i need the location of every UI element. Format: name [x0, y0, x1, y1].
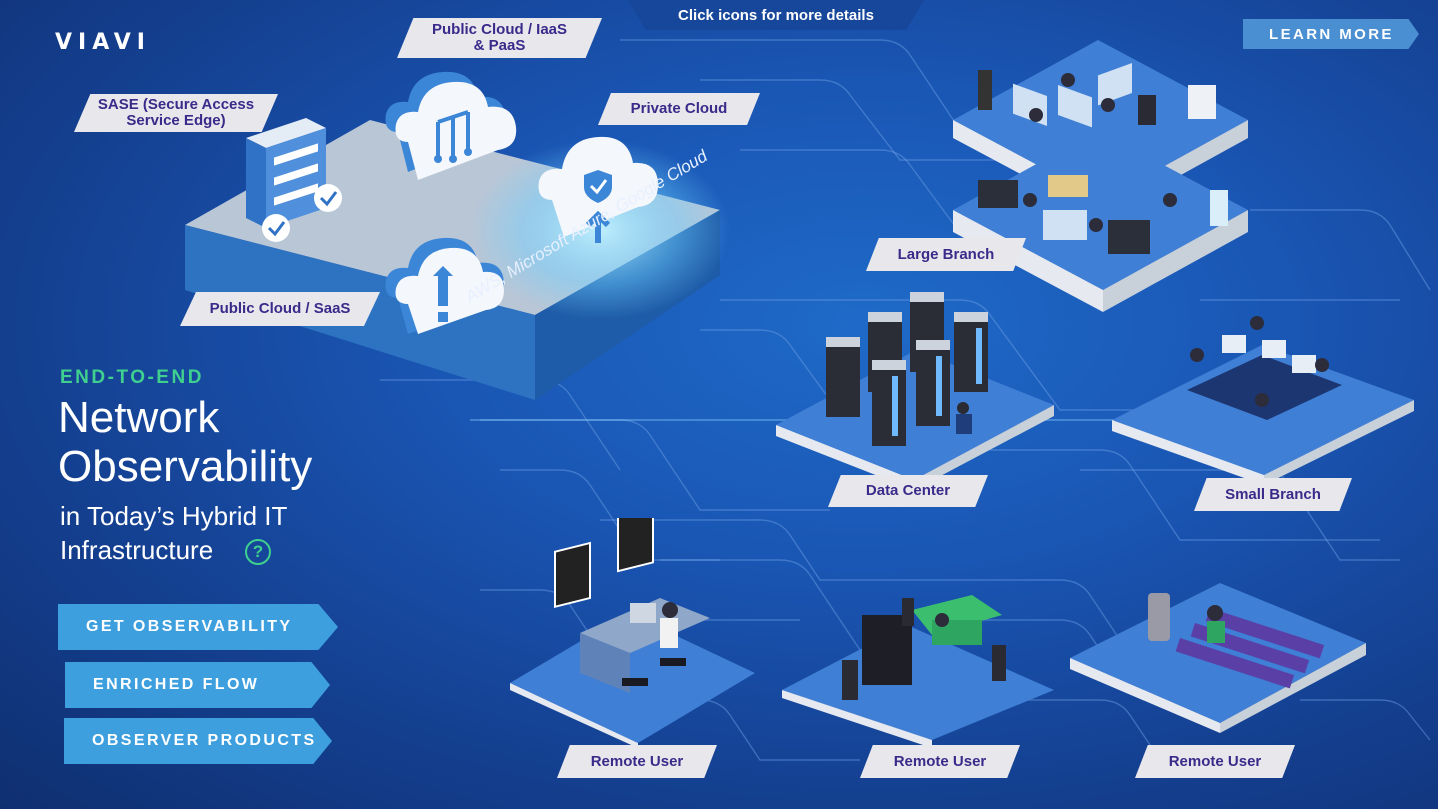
hero-subtitle-line2: Infrastructure [60, 535, 214, 565]
tag-remote-user-1[interactable]: Remote User [557, 745, 717, 778]
hero-kicker: END-TO-END [60, 367, 204, 388]
get-observability-button[interactable]: GET OBSERVABILITY [58, 604, 338, 650]
large-branch-scene[interactable] [948, 20, 1248, 320]
observer-products-button[interactable]: OBSERVER PRODUCTS [64, 718, 332, 764]
tag-small-branch-label: Small Branch [1225, 485, 1321, 503]
tag-data-center[interactable]: Data Center [828, 475, 988, 507]
hero-title-line2: Observability [58, 442, 313, 491]
tag-private-label: Private Cloud [630, 100, 728, 117]
tag-sase[interactable]: SASE (Secure Access Service Edge) [74, 94, 278, 132]
tag-small-branch[interactable]: Small Branch [1194, 478, 1352, 511]
tag-iaas-line1: Public Cloud / IaaS [431, 21, 568, 38]
tag-sase-line1: SASE (Secure Access [97, 96, 255, 113]
tag-remote-user-1-label: Remote User [590, 752, 684, 770]
remote-user-travel-scene[interactable] [1070, 583, 1368, 753]
tag-remote-user-2-label: Remote User [893, 752, 987, 770]
get-observability-label: GET OBSERVABILITY [86, 618, 293, 635]
learn-more-button[interactable]: LEARN MORE [1243, 19, 1419, 49]
instructions-text: Click icons for more details [678, 6, 874, 24]
instructions-banner: Click icons for more details [628, 0, 924, 30]
cloud-network-icon[interactable] [378, 62, 518, 182]
question-circle-icon[interactable]: ? [245, 539, 271, 565]
remote-user-cafe-scene[interactable] [510, 518, 760, 748]
hero-subtitle-line1: in Today’s Hybrid IT [60, 501, 288, 531]
server-stack-icon[interactable] [236, 118, 356, 248]
tag-public-cloud-saas[interactable]: Public Cloud / SaaS [180, 292, 380, 326]
tag-iaas-line2: & PaaS [473, 37, 526, 54]
tag-remote-user-3-label: Remote User [1168, 752, 1262, 770]
data-center-scene[interactable] [776, 290, 1056, 490]
enriched-flow-button[interactable]: ENRICHED FLOW [65, 662, 330, 708]
tag-saas-label: Public Cloud / SaaS [209, 300, 351, 317]
tag-private-cloud[interactable]: Private Cloud [598, 93, 760, 125]
tag-large-branch-label: Large Branch [897, 245, 995, 263]
viavi-logo: VIAVI [55, 30, 151, 55]
cloud-shield-icon[interactable] [530, 125, 660, 250]
learn-more-label: LEARN MORE [1269, 25, 1394, 43]
cloud-saas-icon[interactable] [378, 228, 508, 338]
tag-large-branch[interactable]: Large Branch [866, 238, 1026, 271]
tag-data-center-label: Data Center [865, 482, 951, 499]
remote-user-home-scene[interactable] [782, 590, 1057, 750]
tag-remote-user-3[interactable]: Remote User [1135, 745, 1295, 778]
tag-remote-user-2[interactable]: Remote User [860, 745, 1020, 778]
tag-public-cloud-iaas[interactable]: Public Cloud / IaaS & PaaS [397, 18, 602, 58]
small-branch-scene[interactable] [1112, 305, 1417, 485]
enriched-flow-label: ENRICHED FLOW [93, 676, 260, 693]
observer-products-label: OBSERVER PRODUCTS [92, 732, 317, 749]
hero-title-line1: Network [58, 393, 220, 442]
tag-sase-line2: Service Edge) [126, 112, 226, 129]
